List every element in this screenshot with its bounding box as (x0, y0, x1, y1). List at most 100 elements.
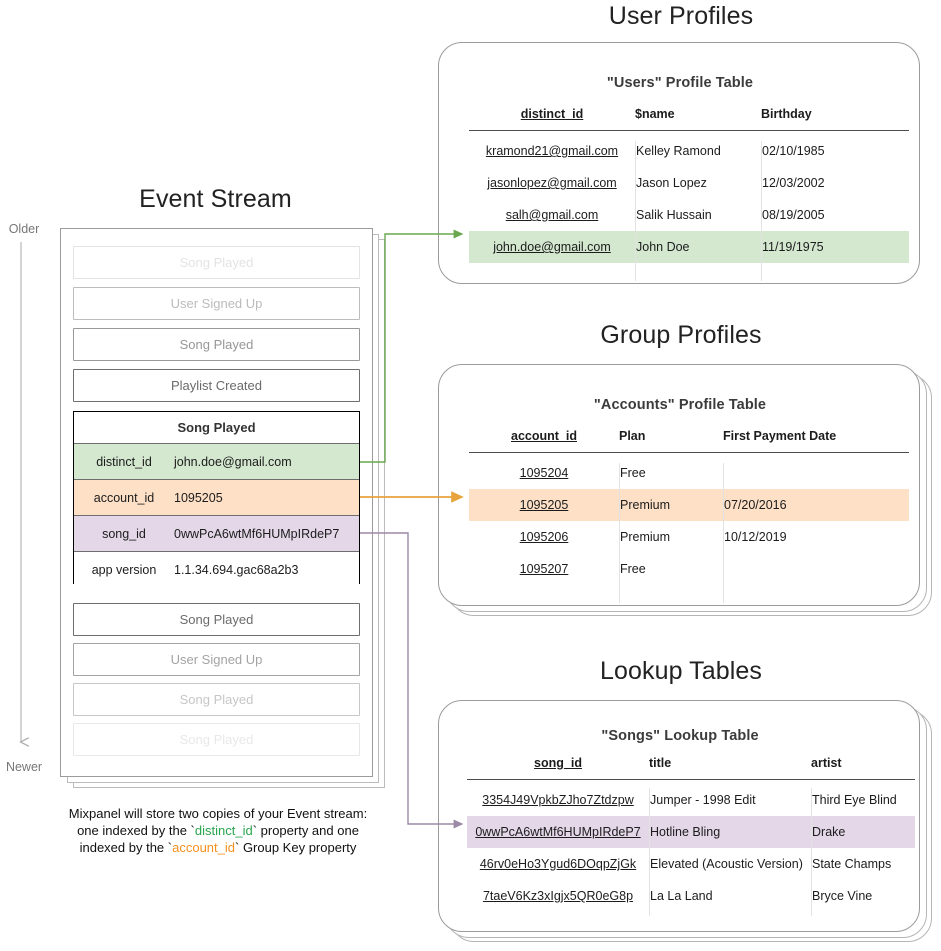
table-cell-key: 46rv0eHo3Ygud6DOqpZjGk (467, 848, 649, 880)
table-cell-key: 1095207 (469, 553, 619, 585)
column-header-title: title (649, 756, 672, 770)
page-title-group-profiles: Group Profiles (600, 321, 762, 349)
table-header-row: distinct_id $name Birthday (469, 107, 909, 131)
event-stream-caption: Mixpanel will store two copies of your E… (40, 805, 396, 856)
event-property-app-version[interactable]: app version 1.1.34.694.gac68a2b3 (74, 551, 359, 587)
event-property-key: distinct_id (96, 454, 152, 469)
timeline-label-newer: Newer (5, 760, 43, 774)
table-cell: 08/19/2005 (762, 208, 825, 222)
event-card-label: Playlist Created (170, 378, 263, 393)
accounts-table-title: "Accounts" Profile Table (593, 397, 767, 413)
caption-line-3-prefix: indexed by the ` (79, 840, 173, 855)
column-header-distinct_id: distinct_id (520, 107, 584, 121)
caption-line-1: Mixpanel will store two copies of your E… (68, 806, 368, 821)
table-cell: Kelley Ramond (636, 144, 721, 158)
table-header-row: song_id title artist (467, 756, 915, 780)
event-card[interactable]: Song Played (73, 683, 360, 716)
event-card[interactable]: User Signed Up (73, 643, 360, 676)
column-header-plan: Plan (619, 429, 646, 443)
event-property-key: song_id (102, 526, 146, 541)
table-cell-key: 1095204 (469, 453, 619, 490)
lookup-tables-panel: "Songs" Lookup Table song_id title artis… (438, 700, 920, 932)
event-property-key: account_id (93, 490, 155, 505)
table-cell (723, 453, 909, 490)
table-cell: 12/03/2002 (762, 176, 825, 190)
event-card[interactable]: User Signed Up (73, 287, 360, 320)
event-card[interactable]: Song Played (73, 723, 360, 756)
column-separator (635, 141, 636, 281)
page-title-user-profiles: User Profiles (608, 2, 754, 30)
table-cell-key-text: 1095207 (519, 562, 569, 576)
table-cell: La La Land (650, 889, 713, 903)
column-separator (649, 788, 650, 916)
table-cell-key: 3354J49VpkbZJho7Ztdzpw (467, 780, 649, 817)
event-card-label: Song Played (179, 337, 254, 352)
event-property-distinct_id[interactable]: distinct_id john.doe@gmail.com (74, 443, 359, 479)
table-cell-key-text: 0wwPcA6wtMf6HUMpIRdeP7 (475, 825, 641, 839)
table-cell-key-text: john.doe@gmail.com (493, 240, 611, 254)
event-card[interactable]: Song Played (73, 328, 360, 361)
table-cell-key: kramond21@gmail.com (469, 131, 635, 168)
accounts-profile-table: account_id Plan First Payment Date 10952… (469, 429, 909, 585)
focused-event-name: Song Played (177, 420, 256, 435)
table-cell: 02/10/1985 (762, 144, 825, 158)
user-profiles-panel: "Users" Profile Table distinct_id $name … (438, 42, 920, 284)
songs-lookup-table: song_id title artist 3354J49VpkbZJho7Ztd… (467, 756, 915, 912)
caption-line-2-prefix: one indexed by the ` (77, 823, 195, 838)
table-cell: 10/12/2019 (724, 530, 787, 544)
event-property-value: 0wwPcA6wtMf6HUMpIRdeP7 (174, 526, 340, 541)
table-cell: State Champs (812, 857, 892, 871)
event-card-label: User Signed Up (170, 652, 263, 667)
event-property-value: john.doe@gmail.com (174, 454, 292, 469)
table-cell-key: 7taeV6Kz3xIgjx5QR0eG8p (467, 880, 649, 912)
table-cell: John Doe (635, 231, 761, 263)
table-cell-key: 1095205 (469, 489, 619, 521)
event-property-account_id[interactable]: account_id 1095205 (74, 479, 359, 515)
column-separator (619, 463, 620, 603)
event-property-value: 1.1.34.694.gac68a2b3 (174, 562, 299, 577)
caption-line-3-suffix: ` Group Key property (235, 840, 357, 855)
table-cell-key-text: 7taeV6Kz3xIgjx5QR0eG8p (482, 889, 634, 903)
column-header-birthday: Birthday (761, 107, 812, 121)
table-cell-key: salh@gmail.com (469, 199, 635, 231)
timeline-label-older: Older (8, 222, 40, 236)
table-cell: Salik Hussain (636, 208, 712, 222)
table-cell: Hotline Bling (649, 816, 811, 848)
event-property-value: 1095205 (174, 490, 223, 505)
table-cell-key-text: kramond21@gmail.com (485, 144, 619, 158)
event-card[interactable]: Song Played (73, 246, 360, 279)
table-cell: Premium (619, 489, 723, 521)
page-title-event-stream: Event Stream (139, 185, 292, 213)
table-cell-key-text: 1095206 (519, 530, 569, 544)
column-header-account_id: account_id (511, 429, 577, 443)
table-cell: Free (620, 562, 646, 576)
table-row[interactable]: kramond21@gmail.com Kelley Ramond 02/10/19… (469, 131, 909, 168)
table-row[interactable]: salh@gmail.com Salik Hussain 08/19/2005 (469, 199, 909, 231)
caption-account-id-key: account_id (172, 840, 235, 855)
column-separator (723, 463, 724, 603)
column-header-first-payment-date: First Payment Date (723, 429, 837, 443)
table-row[interactable]: 1095207 Free (469, 553, 909, 585)
table-cell-key-text: salh@gmail.com (505, 208, 599, 222)
event-property-song_id[interactable]: song_id 0wwPcA6wtMf6HUMpIRdeP7 (74, 515, 359, 551)
event-card[interactable]: Song Played (73, 603, 360, 636)
event-property-key: app version (91, 562, 157, 577)
event-card[interactable]: Playlist Created (73, 369, 360, 402)
table-cell-key-text: 1095204 (519, 466, 569, 480)
column-separator (761, 141, 762, 281)
table-cell: Jumper - 1998 Edit (650, 793, 756, 807)
caption-line-2-suffix: ` property and one (252, 823, 359, 838)
table-cell: Drake (811, 816, 915, 848)
column-header-song_id: song_id (534, 756, 582, 770)
users-profile-table: distinct_id $name Birthday kramond21@gma… (469, 107, 909, 263)
focused-event-card[interactable]: Song Played distinct_id john.doe@gmail.c… (73, 411, 360, 587)
